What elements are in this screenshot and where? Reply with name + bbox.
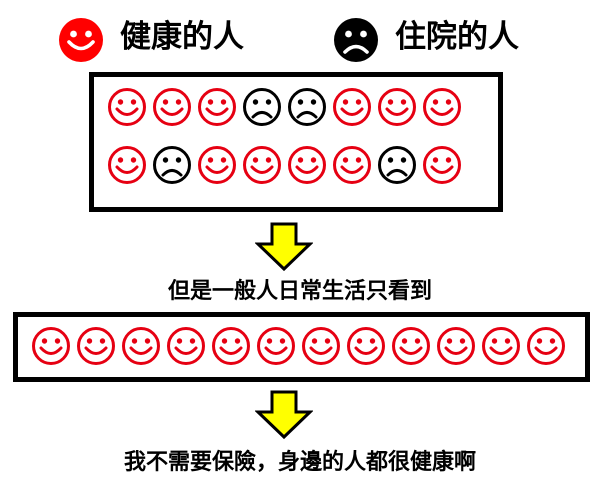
smiley-face-icon — [32, 327, 70, 365]
smiley-face-icon — [77, 327, 115, 365]
smiley-face-icon — [423, 88, 461, 126]
smiley-face-icon — [437, 327, 475, 365]
smiley-face-icon — [212, 327, 250, 365]
smiley-face-icon — [198, 146, 236, 184]
caption-conclusion: 我不需要保險，身邊的人都很健康啊 — [123, 450, 476, 475]
caption-everyday-view: 但是一般人日常生活只看到 — [167, 279, 432, 304]
smiley-face-icon — [392, 327, 430, 365]
legend-hospitalized-label: 住院的人 — [395, 19, 519, 55]
legend-hospitalized-icon — [333, 17, 379, 63]
smiley-face-icon — [108, 146, 146, 184]
smiley-face-icon — [108, 88, 146, 126]
legend-healthy-label: 健康的人 — [120, 19, 244, 55]
smiley-face-icon — [347, 327, 385, 365]
smiley-face-icon — [122, 327, 160, 365]
smiley-face-icon — [378, 88, 416, 126]
smiley-face-icon — [527, 327, 565, 365]
smiley-face-icon — [167, 327, 205, 365]
down-arrow-icon — [255, 222, 313, 272]
smiley-face-icon — [243, 146, 281, 184]
smiley-face-icon — [333, 88, 371, 126]
smiley-face-icon — [288, 146, 326, 184]
smiley-face-icon — [257, 327, 295, 365]
everyday-view-box — [13, 312, 590, 382]
down-arrow-icon — [255, 390, 313, 440]
smiley-face-icon — [153, 88, 191, 126]
smiley-face-icon — [482, 327, 520, 365]
frowning-face-icon — [243, 88, 281, 126]
population-row — [107, 87, 467, 131]
smiley-face-icon — [198, 88, 236, 126]
population-row — [107, 145, 467, 189]
everyday-view-row — [31, 326, 571, 370]
frowning-face-icon — [288, 88, 326, 126]
frowning-face-icon — [378, 146, 416, 184]
legend-healthy-icon — [58, 17, 104, 63]
smiley-face-icon — [302, 327, 340, 365]
smiley-face-icon — [423, 146, 461, 184]
smiley-face-icon — [333, 146, 371, 184]
frowning-face-icon — [153, 146, 191, 184]
